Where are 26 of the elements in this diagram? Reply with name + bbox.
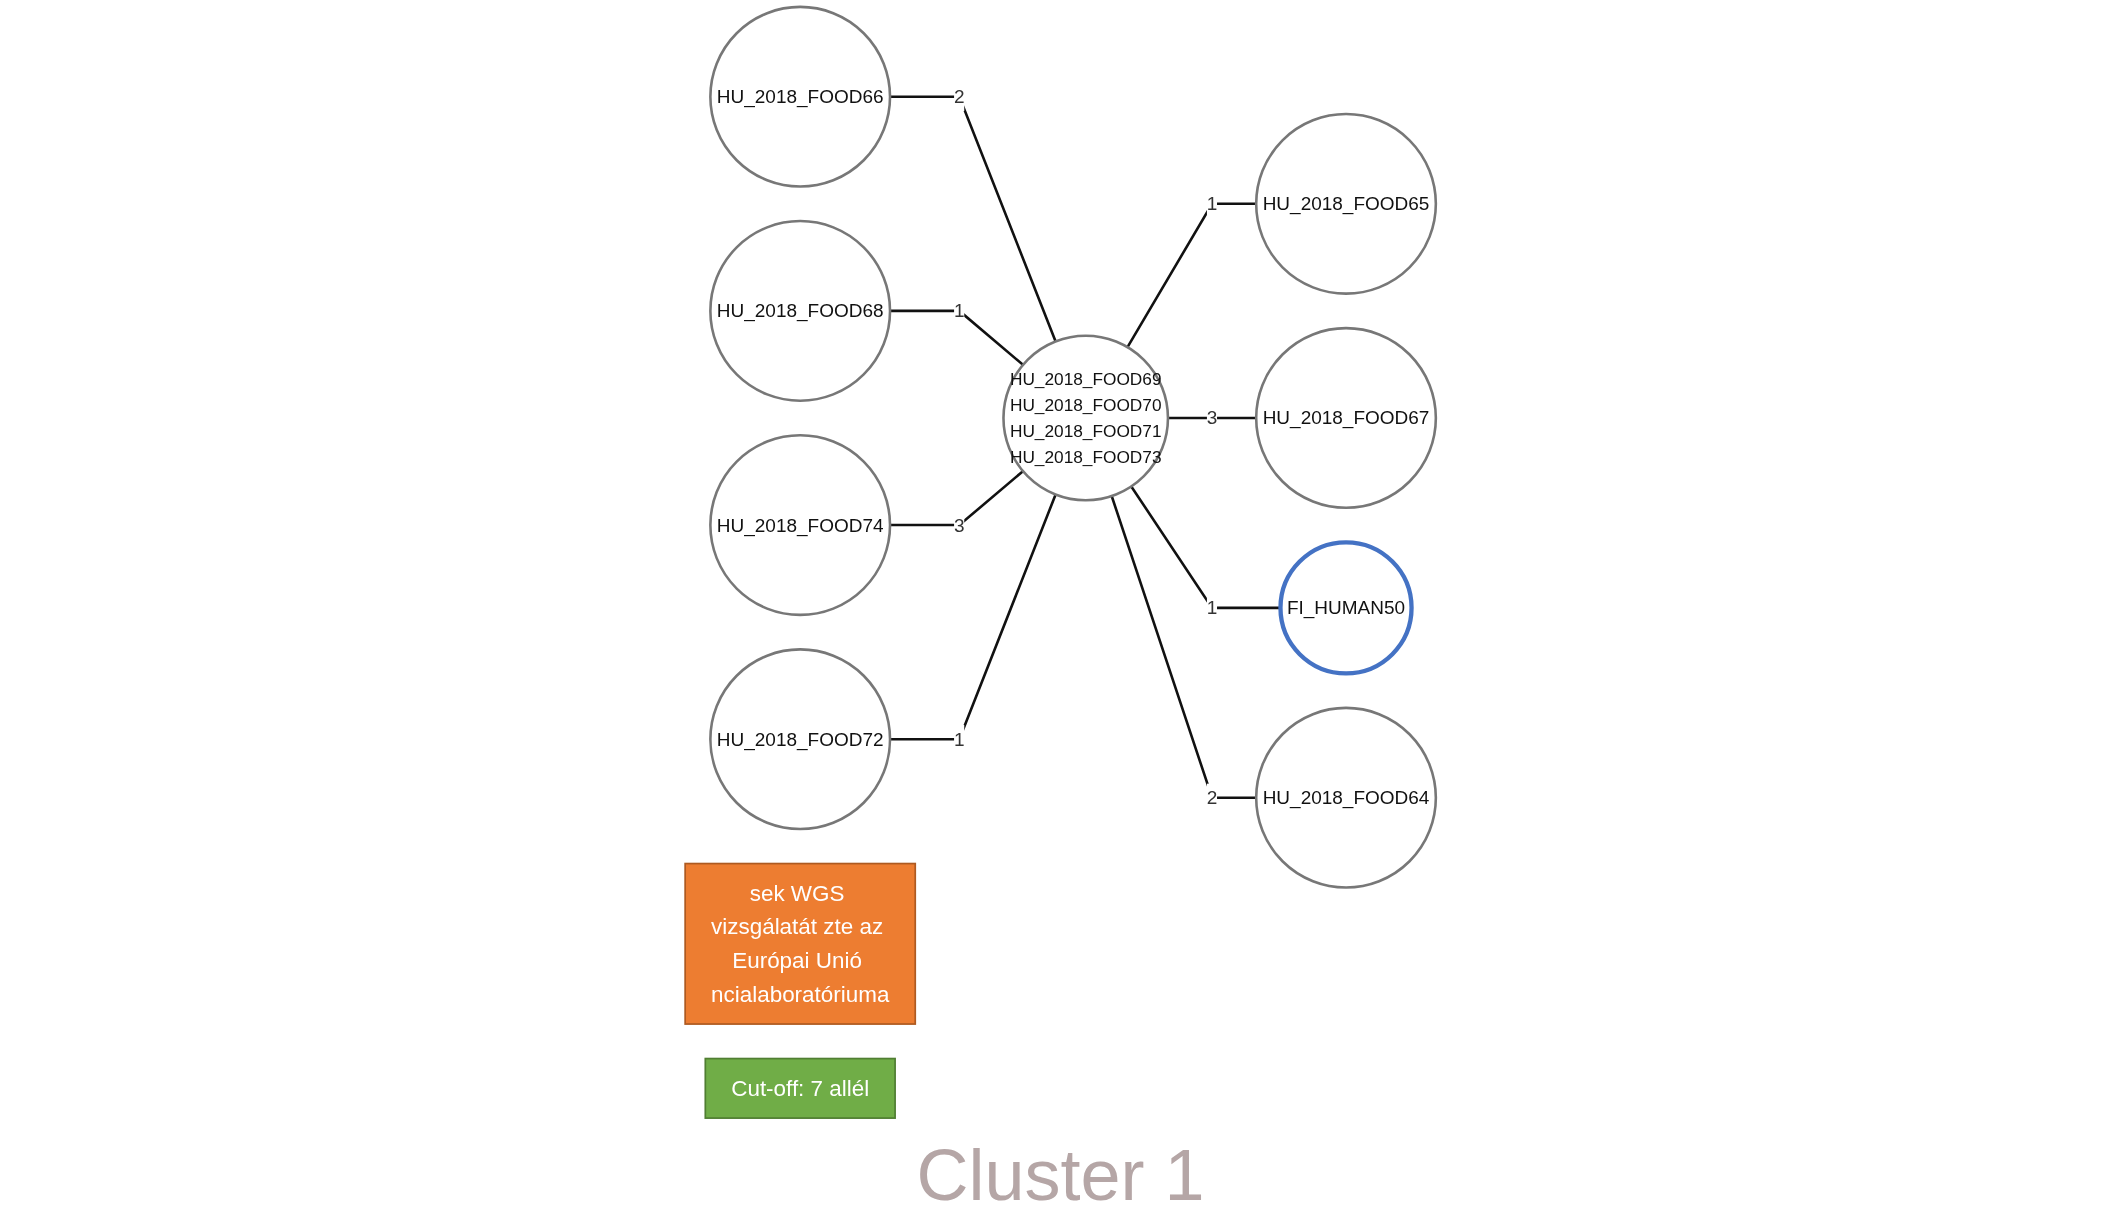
node-circle: HU_2018_FOOD64 [1254,706,1438,889]
edge-label: 2 [1206,786,1218,809]
edge-label: 1 [954,728,965,751]
connector [1126,202,1257,348]
edge-label: 3 [954,514,965,536]
connector [890,309,1024,366]
edge-label: 1 [954,300,965,322]
node-circle: HU_2018_FOOD66 [709,5,892,188]
node-box: Cut-off: 7 allél [704,1057,896,1119]
node-circle: HU_2018_FOOD72 [709,648,892,831]
connector [1110,495,1257,800]
edge-label: 3 [1206,407,1218,429]
cluster-label: Cluster 1 [916,1134,1205,1216]
edge-label: 2 [954,85,965,108]
connector [890,95,1057,342]
node-circle: FI_HUMAN50 [1278,540,1414,676]
connector [890,494,1057,741]
connector [890,470,1024,527]
node-circle: HU_2018_FOOD65 [1254,112,1438,295]
node-circle: HU_2018_FOOD68 [709,219,892,402]
node-circle: HU_2018_FOOD67 [1254,326,1438,510]
connector [1167,416,1257,420]
edge-label: 1 [1206,193,1218,215]
edge-label: 1 [1206,597,1218,619]
node-circle: HU_2018_FOOD74 [709,433,892,617]
node-box: sek WGS vizsgálatát zte az Európai Unió ncialaboratóriuma [684,862,917,1025]
